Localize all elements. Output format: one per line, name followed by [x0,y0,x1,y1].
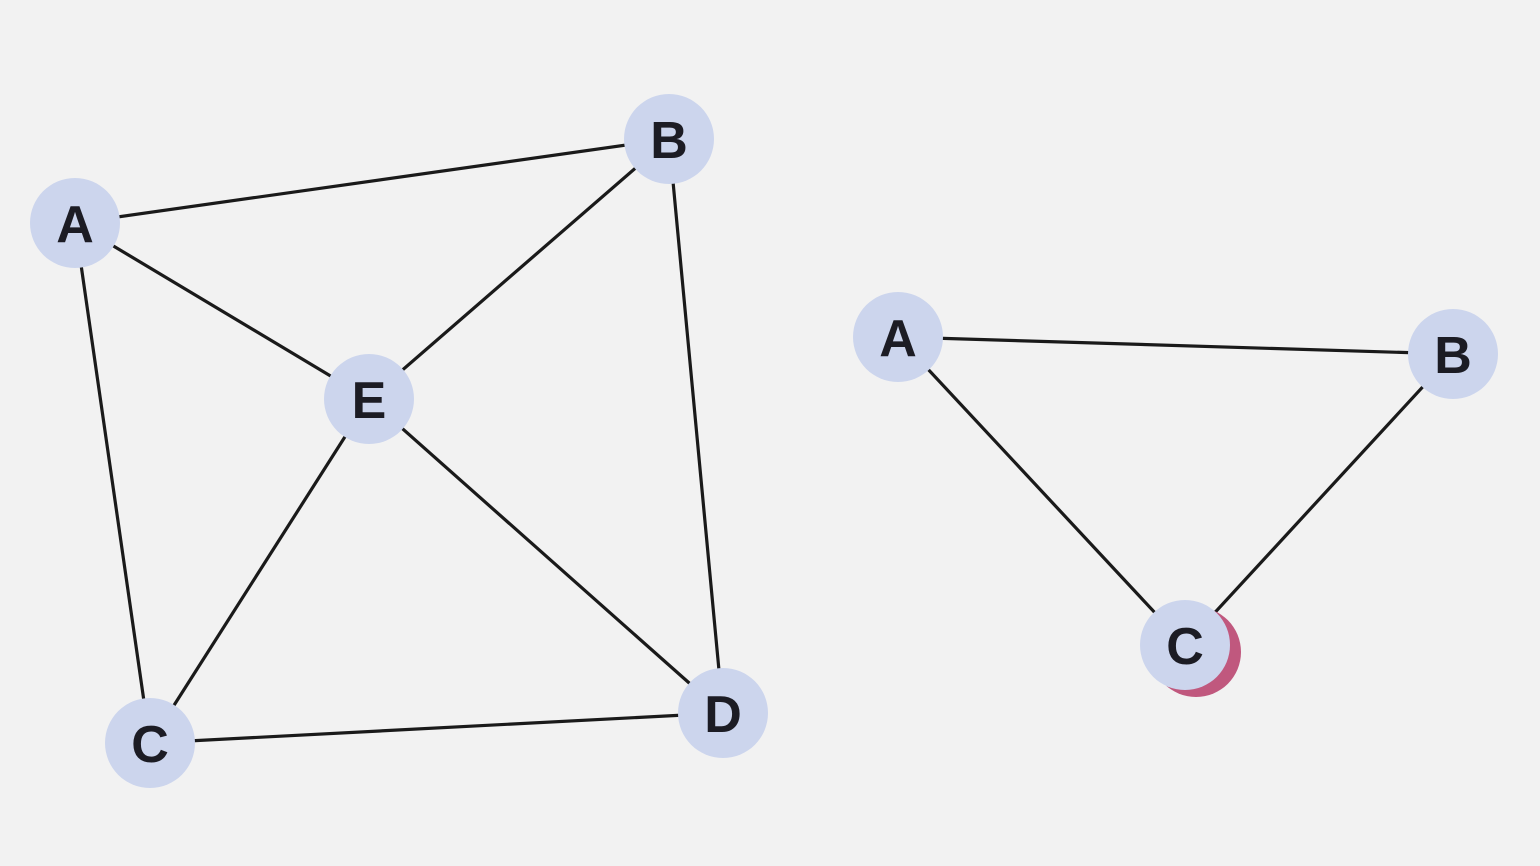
graph-left-edge-B-E [367,137,671,401]
graph-right-node-label-B: B [1434,327,1472,385]
graph-right-node-B [1408,309,1498,399]
graph-left-edge-A-C [73,222,152,744]
graph-left-node-label-B: B [650,112,688,170]
graph-left-node-D [678,668,768,758]
graph-left-node-label-D: D [704,686,742,744]
graph-right-edge-A-B [897,335,1454,356]
graph-left-edge-E-C [148,398,371,744]
graph-left-node-label-E: E [352,372,387,430]
graph-left-node-E [324,354,414,444]
graph-left-node-label-C: C [131,716,169,774]
graph-right-edge-A-C [896,335,1187,647]
graph-left-edge-B-D [667,138,725,714]
graph-left-edge-E-D [367,397,725,715]
graph-right-node-label-C: C [1166,618,1204,676]
graph-left-edge-A-E [74,221,370,401]
graph-left-node-B [624,94,714,184]
graph-right-edge-B-C [1183,352,1455,647]
graph-right-node-A [853,292,943,382]
graph-right-node-label-A: A [879,310,917,368]
graph-left-node-label-A: A [56,196,94,254]
graph-left-edge-C-D [149,711,724,745]
graph-right-node-C [1140,600,1230,690]
graph-left-node-C [105,698,195,788]
graph-left-edge-A-B [74,137,670,225]
graph-left-node-A [30,178,120,268]
